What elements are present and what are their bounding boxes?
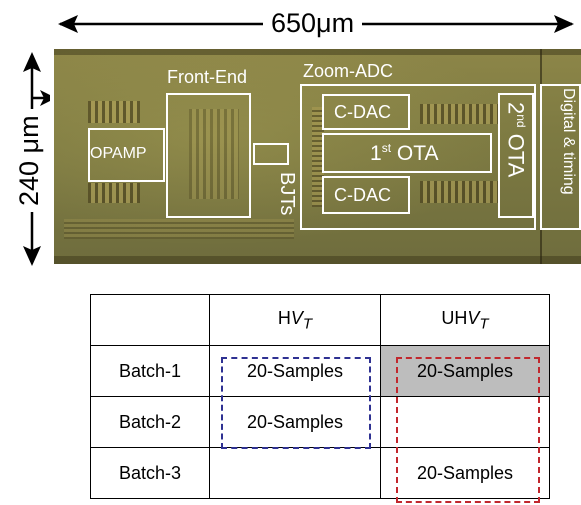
opamp-label: OPAMP — [90, 145, 147, 162]
cdac-bottom-label: C-DAC — [334, 185, 391, 205]
first-ota-block — [322, 133, 492, 173]
uhvt-sub: T — [479, 315, 489, 333]
batch-label: Batch-1 — [90, 345, 210, 397]
zoom-adc-label: Zoom-ADC — [303, 61, 394, 81]
zoom-adc-block — [300, 84, 536, 230]
second-ota-label: 2nd OTA — [503, 102, 529, 178]
width-dimension-label: 650μm — [263, 10, 363, 37]
bjts-label: BJTs — [276, 172, 298, 216]
first-ota-num: 1 — [370, 142, 382, 165]
second-ota-num: 2 — [503, 102, 529, 115]
first-ota-text: OTA — [391, 142, 439, 165]
table-row: Batch-2 20-Samples — [90, 396, 550, 448]
front-end-block — [166, 93, 251, 218]
first-ota-label: 1st OTA — [370, 142, 438, 164]
table-row: Batch-1 20-Samples 20-Samples — [90, 345, 550, 397]
table-row: Batch-3 20-Samples — [90, 447, 550, 499]
batch-label: Batch-2 — [90, 396, 210, 448]
opamp-block — [88, 128, 165, 182]
table-header-row: HVT UHVT — [90, 294, 550, 346]
hvt-cell: 20-Samples — [209, 345, 381, 397]
hvt-sub: T — [302, 315, 313, 333]
hvt-sample-group-outline — [221, 357, 371, 449]
uhvt-sample-group-outline — [396, 357, 540, 503]
table-header-uhvt: UHVT — [380, 294, 550, 346]
cdac-top-block — [322, 94, 410, 130]
first-ota-sup: st — [381, 141, 392, 155]
cdac-top-label: C-DAC — [334, 102, 391, 122]
second-ota-block — [498, 93, 534, 218]
bjts-block — [253, 143, 289, 165]
front-end-label: Front-End — [167, 67, 248, 87]
table-header-blank — [90, 294, 210, 346]
digital-timing-block — [540, 84, 581, 230]
hvt-cell — [209, 447, 381, 499]
batch-label: Batch-3 — [90, 447, 210, 499]
cdac-bottom-block — [322, 176, 410, 214]
hvt-cell: 20-Samples — [209, 396, 381, 448]
uhvt-prefix: UH — [441, 307, 468, 328]
hvt-prefix: H — [277, 307, 291, 328]
digital-timing-label: Digital & timing — [560, 88, 577, 195]
second-ota-sup: nd — [514, 114, 528, 128]
table-header-hvt: HVT — [209, 294, 381, 346]
hvt-italic: V — [290, 307, 303, 328]
second-ota-text: OTA — [503, 127, 529, 178]
uhvt-cell: 20-Samples — [380, 345, 550, 397]
uhvt-italic: V — [467, 307, 480, 328]
uhvt-cell: 20-Samples — [380, 447, 550, 499]
sample-batch-table: HVT UHVT Batch-1 20-Samples 20-Samples B… — [90, 294, 550, 499]
height-dimension-label: 240 μm — [14, 109, 44, 212]
